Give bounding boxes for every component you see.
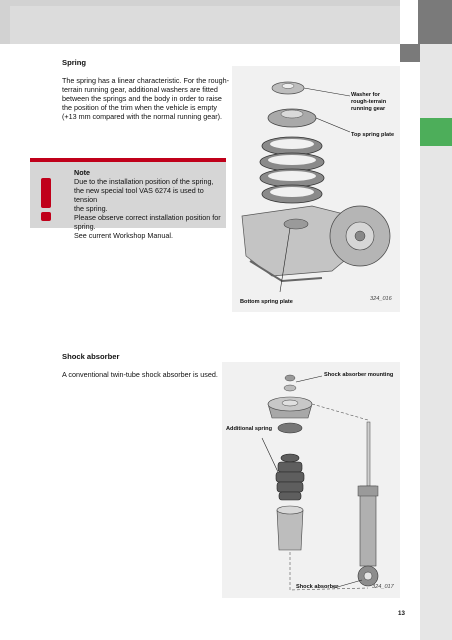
note-line: spring. [74, 222, 96, 231]
spring-line: (+13 mm compared with the normal running… [62, 112, 222, 121]
additional-spring-callout: Additional spring [226, 426, 272, 432]
note-text: Note Due to the installation position of… [74, 168, 224, 240]
note-line: Please observe correct installation posi… [74, 213, 221, 222]
bottom-spring-plate-callout: Bottom spring plate [240, 299, 293, 305]
top-spring-plate-callout: Top spring plate [351, 132, 395, 138]
shock-mounting-callout: Shock absorber mounting [324, 372, 394, 378]
spring-assembly-illustration [241, 81, 391, 293]
spring-paragraph: The spring has a linear characteristic. … [62, 76, 242, 121]
spring-line: The spring has a linear characteristic. … [62, 76, 229, 85]
note-box [30, 158, 226, 228]
washer-callout-line: rough-terrain [351, 99, 387, 105]
shock-heading: Shock absorber [62, 352, 120, 361]
shock-absorber-callout: Shock absorber [296, 584, 339, 590]
warning-exclamation-icon [41, 178, 51, 221]
side-dark-tab [400, 44, 420, 62]
header-dark-tab [418, 0, 452, 44]
washer-callout-line: Washer for [351, 92, 381, 98]
note-line: Due to the installation position of the … [74, 177, 214, 186]
page-number: 13 [398, 610, 405, 617]
spring-heading: Spring [62, 58, 87, 67]
spring-line: between the springs and the body in orde… [62, 94, 222, 103]
header-panel [10, 6, 400, 44]
spring-figure: Washer for rough-terrain running gear To… [232, 66, 400, 312]
figure-number: 324_017 [372, 584, 394, 590]
shock-absorber-illustration [261, 374, 379, 591]
header-gap [400, 0, 418, 44]
washer-callout: Washer for rough-terrain running gear [351, 92, 386, 113]
note-line: the spring. [74, 204, 108, 213]
spring-line: terrain running gear, additional washers… [62, 85, 218, 94]
shock-absorber-figure: Shock absorber mounting Additional sprin… [222, 362, 400, 598]
note-line: the new special tool VAS 6274 is used to… [74, 186, 204, 204]
note-title: Note [74, 168, 90, 177]
note-line: See current Workshop Manual. [74, 231, 173, 240]
washer-callout-line: running gear [351, 106, 386, 112]
shock-paragraph: A conventional twin-tube shock absorber … [62, 370, 218, 379]
note-accent-bar [30, 158, 226, 162]
figure-number: 324_016 [370, 296, 392, 302]
spring-line: the position of the trim when the vehicl… [62, 103, 218, 112]
chapter-tab-green [420, 118, 452, 146]
